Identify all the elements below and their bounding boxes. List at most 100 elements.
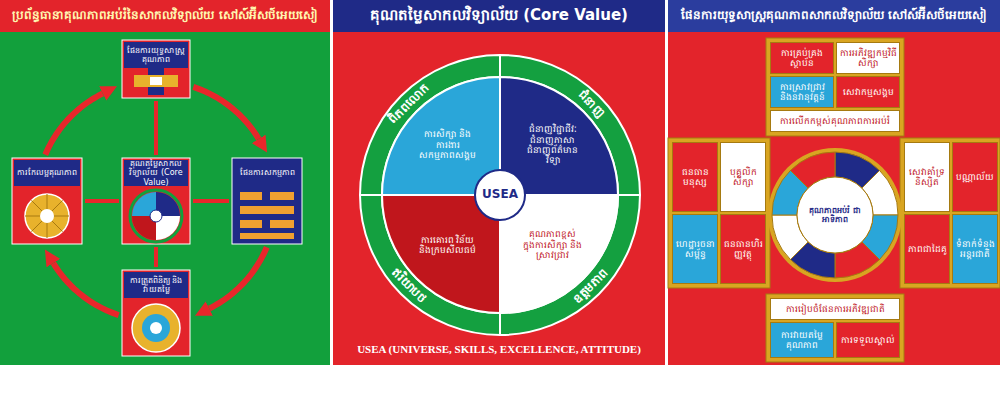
plan-box: ការស្រាវជ្រាវ និងនវានុវត្តន៍ bbox=[770, 76, 834, 108]
thumbnail-art bbox=[240, 206, 294, 214]
panel-title: ផែនការយុទ្ធសាស្ត្រគុណភាពសាកលវិទ្យាល័យ សៅ… bbox=[672, 1, 996, 31]
cycle-arrow bbox=[209, 247, 266, 308]
box-label: ការស្រាវជ្រាវ និងនវានុវត្តន៍ bbox=[771, 77, 833, 107]
quadrant-text: ការសិក្សា និងការងារ សកម្មភាពសង្គម bbox=[415, 117, 480, 173]
plan-box: ធនធានមនុស្ស bbox=[672, 142, 718, 212]
box-label: ការទទួលស្គាល់ bbox=[837, 323, 899, 357]
thumbnail-wheel bbox=[132, 304, 180, 352]
plan-box: ការលើកកម្ពស់គុណភាពការអប់រំ bbox=[770, 110, 900, 132]
thumbnail-art bbox=[240, 233, 294, 239]
plan-box: ការរៀបចំផែនការអភិវឌ្ឍជាតិ bbox=[770, 298, 900, 320]
quadrant-group bbox=[500, 195, 640, 335]
plan-box: ភាពជាដៃគូ bbox=[904, 214, 950, 284]
box-label: ការត្រួតពិនិត្យ និងវាយតម្លៃ bbox=[124, 272, 188, 298]
wheel-spoke bbox=[31, 200, 62, 231]
box-label: បណ្ណាល័យ bbox=[953, 143, 997, 211]
plan-box: ការគ្រប់គ្រងស្ថាប័ន bbox=[770, 42, 834, 74]
plan-box: ធនធានហិរញ្ញវត្ថុ bbox=[720, 214, 766, 284]
green-ring bbox=[500, 55, 640, 195]
gold-frame bbox=[668, 138, 770, 288]
thumbnail-box: គុណតម្លៃសាកលវិទ្យាល័យ (Core Value) bbox=[122, 158, 190, 244]
wheel-hub bbox=[40, 209, 54, 223]
thumbnail-art bbox=[270, 220, 294, 228]
title-bar bbox=[333, 0, 665, 32]
wheel-spoke bbox=[31, 200, 62, 231]
plan-box: ទំនាក់ទំនងអន្តរជាតិ bbox=[952, 214, 998, 284]
panel-ground bbox=[668, 0, 1000, 365]
thumbnail-wheel bbox=[142, 314, 170, 342]
value-quadrant: ជំនាញជំនាញវិជ្ជាជីវៈ ជំនាញភាសា ជំនាញព័ត៌… bbox=[500, 55, 640, 195]
box-label: ទំនាក់ទំនងអន្តរជាតិ bbox=[953, 215, 997, 283]
panel-title: គុណតម្លៃសាកលវិទ្យាល័យ (Core Value) bbox=[337, 1, 661, 31]
quadrant-outline bbox=[500, 195, 640, 335]
thumbnail-ring bbox=[130, 190, 182, 242]
thumbnail-hub bbox=[150, 322, 162, 334]
box-label: ការអភិវឌ្ឍកម្មវិធីសិក្សា bbox=[837, 43, 899, 73]
thumbnail-box: ការត្រួតពិនិត្យ និងវាយតម្លៃ bbox=[122, 270, 190, 356]
quadrant-outline bbox=[360, 195, 500, 335]
thumbnail-box: ការកែលម្អគុណភាព bbox=[12, 158, 82, 244]
plan-box: ការវាយតម្លៃគុណភាព bbox=[770, 322, 834, 358]
green-ring bbox=[360, 195, 500, 335]
panel-ground bbox=[333, 0, 665, 365]
panel: ប្រព័ន្ធធានាគុណភាពអប់រំនៃសាកលវិទ្យាល័យ ស… bbox=[0, 0, 330, 365]
box-label: សេវាកម្មសង្គម bbox=[837, 77, 899, 107]
box-label: ការវាយតម្លៃគុណភាព bbox=[771, 323, 833, 357]
box-label: ការគ្រប់គ្រងស្ថាប័ន bbox=[771, 43, 833, 73]
thumbnail-ground bbox=[122, 270, 190, 356]
thumbnail-ground bbox=[122, 40, 190, 98]
plan-box: សេវាកម្មសង្គម bbox=[836, 76, 900, 108]
gold-frame bbox=[900, 138, 1000, 288]
quadrant-text: ការគោរព វិន័យ និងក្រមសីលធម៌ bbox=[415, 217, 480, 273]
box-label: បុគ្គលិកសិក្សា bbox=[721, 143, 765, 211]
thumbnail-box: ផែនការយុទ្ធសាស្ត្រគុណភាព bbox=[122, 40, 190, 98]
title-bar bbox=[668, 0, 1000, 32]
box-label: ផែនការសកម្មភាព bbox=[234, 160, 300, 186]
quadrant-text: ជំនាញវិជ្ជាជីវៈ ជំនាញភាសា ជំនាញព័ត៌មានវិ… bbox=[520, 117, 585, 173]
thumbnail-art bbox=[240, 220, 262, 228]
box-label: ធនធានមនុស្ស bbox=[673, 143, 717, 211]
panel: គុណតម្លៃសាកលវិទ្យាល័យ (Core Value)USEA (… bbox=[333, 0, 665, 365]
box-label: ការកែលម្អគុណភាព bbox=[14, 160, 80, 186]
box-label: សេវាគាំទ្រនិស្សិត bbox=[905, 143, 949, 211]
logo-disc bbox=[475, 170, 525, 220]
box-label: គុណតម្លៃសាកលវិទ្យាល័យ (Core Value) bbox=[124, 160, 188, 186]
gold-wheel bbox=[25, 194, 69, 238]
green-ring bbox=[360, 55, 500, 195]
plan-box: បណ្ណាល័យ bbox=[952, 142, 998, 212]
quadrant-group bbox=[500, 55, 640, 195]
thumbnail-ground bbox=[122, 158, 190, 244]
circle-core bbox=[797, 177, 873, 253]
green-ring bbox=[500, 195, 640, 335]
quadrant-group bbox=[360, 195, 500, 335]
cycle-arrow bbox=[45, 93, 102, 154]
cycle-arrow bbox=[53, 263, 118, 315]
box-label: ការរៀបចំផែនការអភិវឌ្ឍជាតិ bbox=[771, 299, 899, 319]
quadrant-group bbox=[360, 55, 500, 195]
circle-text: គុណភាពអប់រំ ជាអាទិភាព bbox=[806, 195, 864, 235]
logo-circle: USEA bbox=[474, 169, 526, 221]
plan-box: សេវាគាំទ្រនិស្សិត bbox=[904, 142, 950, 212]
link-line bbox=[154, 247, 158, 267]
thumbnail-hub bbox=[150, 210, 162, 222]
box-label: ហេដ្ឋារចនាសម្ព័ន្ធ bbox=[673, 215, 717, 283]
link-line bbox=[193, 199, 229, 203]
thumbnail-art bbox=[148, 67, 164, 95]
box-label: ការលើកកម្ពស់គុណភាពការអប់រំ bbox=[771, 111, 899, 131]
quadrant-text: គុណភាពខ្ពស់ ក្នុងការសិក្សា និងស្រាវជ្រាវ bbox=[520, 217, 585, 273]
plan-box: ការទទួលស្គាល់ bbox=[836, 322, 900, 358]
box-label: ភាពជាដៃគូ bbox=[905, 215, 949, 283]
principle-circle: គុណភាពអប់រំ ជាអាទិភាព bbox=[771, 151, 899, 279]
panel-title: ប្រព័ន្ធធានាគុណភាពអប់រំនៃសាកលវិទ្យាល័យ ស… bbox=[4, 1, 326, 31]
ring-group bbox=[772, 152, 898, 278]
cycle-arrow bbox=[193, 87, 258, 139]
link-line bbox=[154, 101, 158, 155]
quadrant-outline bbox=[360, 55, 500, 195]
thumbnail-ground bbox=[12, 158, 82, 244]
thumbnail-ground bbox=[232, 158, 302, 244]
gold-frame bbox=[766, 38, 904, 136]
gold-frame bbox=[766, 294, 904, 362]
value-quadrant: ឥរិយាបថការគោរព វិន័យ និងក្រមសីលធម៌ bbox=[360, 195, 500, 335]
